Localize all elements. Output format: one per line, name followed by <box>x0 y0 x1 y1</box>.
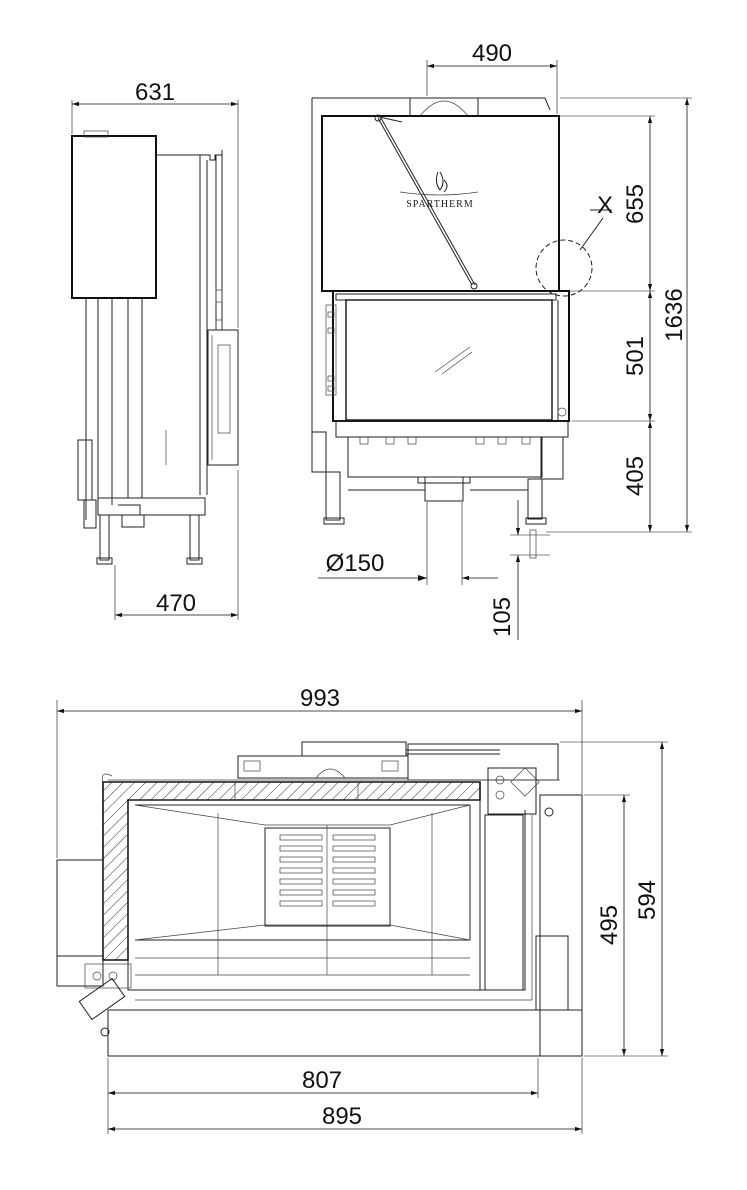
dim-plan-width-895: 895 <box>322 1103 362 1130</box>
dim-plan-depth-inner: 495 <box>596 905 623 945</box>
dim-plan-width: 993 <box>300 685 340 712</box>
front-view: SPARTHERM X <box>311 40 692 640</box>
dim-side-base: 470 <box>156 590 196 617</box>
dim-upper-height: 655 <box>622 184 649 224</box>
plan-view: 993 495 594 807 895 <box>56 685 668 1134</box>
detail-label: X <box>597 192 613 219</box>
dim-side-depth: 631 <box>135 79 175 106</box>
grate-slots <box>279 834 376 907</box>
dim-plan-width-807: 807 <box>302 1067 342 1094</box>
dim-total-height: 1636 <box>661 288 688 341</box>
dim-plan-depth-outer: 594 <box>634 880 661 920</box>
brand-logo: SPARTHERM <box>406 199 474 210</box>
dim-base-height: 405 <box>622 456 649 496</box>
dim-leg-adjust: 105 <box>489 597 516 637</box>
dim-top-width: 490 <box>472 40 512 67</box>
dim-door-height: 501 <box>622 336 649 376</box>
side-view: 631 470 <box>71 79 239 620</box>
dim-flue-diameter: Ø150 <box>326 550 385 577</box>
